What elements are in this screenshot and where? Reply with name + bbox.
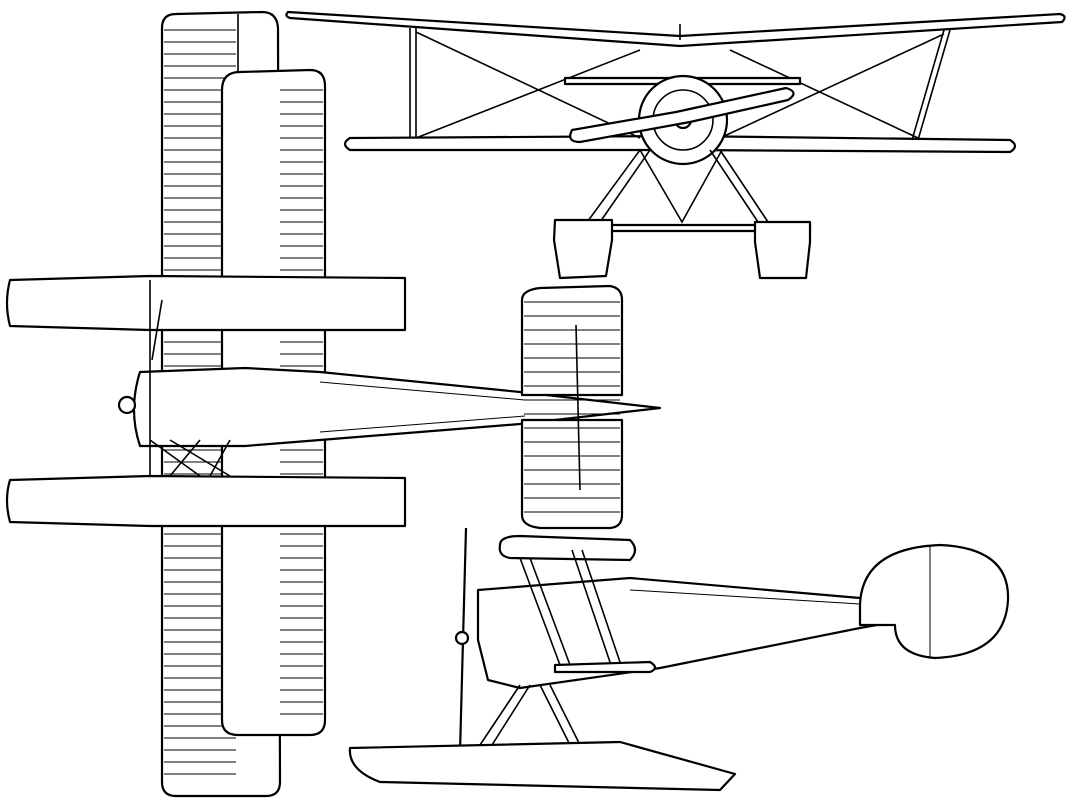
tailplane-ribs (524, 301, 620, 513)
lower-wing-side (553, 660, 657, 674)
float-left-front (552, 218, 614, 280)
wing-struts-front (409, 24, 951, 141)
plan-view (5, 10, 662, 798)
float-side (348, 740, 737, 792)
float-right-plan (5, 474, 407, 528)
tail-fin-side (858, 543, 1010, 660)
float-left-plan (5, 274, 407, 332)
upper-wing-side (498, 534, 637, 562)
undercarriage-side (479, 684, 581, 746)
float-struts-plan (149, 280, 231, 477)
wing-struts-side (519, 549, 623, 669)
propeller-front (569, 86, 795, 144)
front-view (285, 10, 1066, 280)
float-right-front (753, 220, 812, 280)
upper-wing-front (285, 10, 1066, 48)
undercarriage-front (584, 149, 771, 226)
tailplane-plan (520, 284, 624, 530)
side-view (348, 527, 1010, 792)
fuselage-side (476, 576, 962, 690)
engine-spinner-plan (117, 395, 137, 415)
